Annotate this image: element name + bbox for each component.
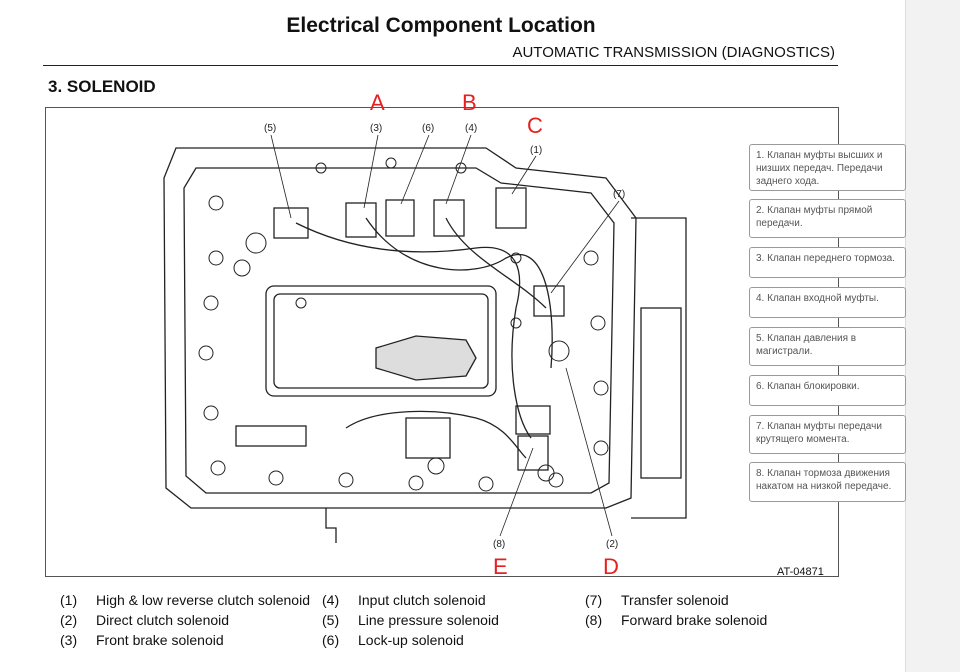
legend-item: (3)Front brake solenoid xyxy=(60,632,224,648)
valve-body-drawing xyxy=(163,134,687,543)
legend-item: (5)Line pressure solenoid xyxy=(322,612,499,628)
figure-number: AT-04871 xyxy=(777,566,824,578)
page-subtitle: AUTOMATIC TRANSMISSION (DIAGNOSTICS) xyxy=(512,44,835,61)
note-5: 5. Клапан давления в магистрали. xyxy=(749,327,906,366)
section-heading: 3. SOLENOID xyxy=(48,77,156,96)
note-2: 2. Клапан муфты прямой передачи. xyxy=(749,199,906,238)
solenoid-diagram: (5) (3) (6) (4) (1) (7) (8) (2) A B C D … xyxy=(45,90,839,579)
callout-1: (1) xyxy=(530,145,543,156)
note-6: 6. Клапан блокировки. xyxy=(749,375,906,406)
callout-5: (5) xyxy=(264,123,277,134)
page-edge xyxy=(905,0,960,672)
annotation-b: B xyxy=(462,90,477,115)
legend-item: (2)Direct clutch solenoid xyxy=(60,612,230,628)
header-rule xyxy=(43,65,838,66)
legend-item: (4)Input clutch solenoid xyxy=(322,592,486,608)
legend-item: (8)Forward brake solenoid xyxy=(585,612,768,628)
note-4: 4. Клапан входной муфты. xyxy=(749,287,906,318)
note-8: 8. Клапан тормоза движения накатом на ни… xyxy=(749,462,906,502)
page-title: Electrical Component Location xyxy=(286,14,596,37)
legend-item: (7)Transfer solenoid xyxy=(585,592,729,608)
note-1: 1. Клапан муфты высших и низших передач.… xyxy=(749,144,906,191)
annotation-e: E xyxy=(493,554,508,579)
annotation-d: D xyxy=(603,554,619,579)
note-7: 7. Клапан муфты передачи крутящего момен… xyxy=(749,415,906,454)
callout-3: (3) xyxy=(370,123,383,134)
callout-2: (2) xyxy=(606,539,619,550)
callout-6: (6) xyxy=(422,123,435,134)
legend-item: (1)High & low reverse clutch solenoid xyxy=(60,592,310,608)
legend-item: (6)Lock-up solenoid xyxy=(322,632,464,648)
callout-4: (4) xyxy=(465,123,478,134)
note-3: 3. Клапан переднего тормоза. xyxy=(749,247,906,278)
callout-8: (8) xyxy=(493,539,506,550)
annotation-c: C xyxy=(527,113,543,138)
annotation-a: A xyxy=(370,90,385,115)
callout-7: (7) xyxy=(613,189,626,200)
